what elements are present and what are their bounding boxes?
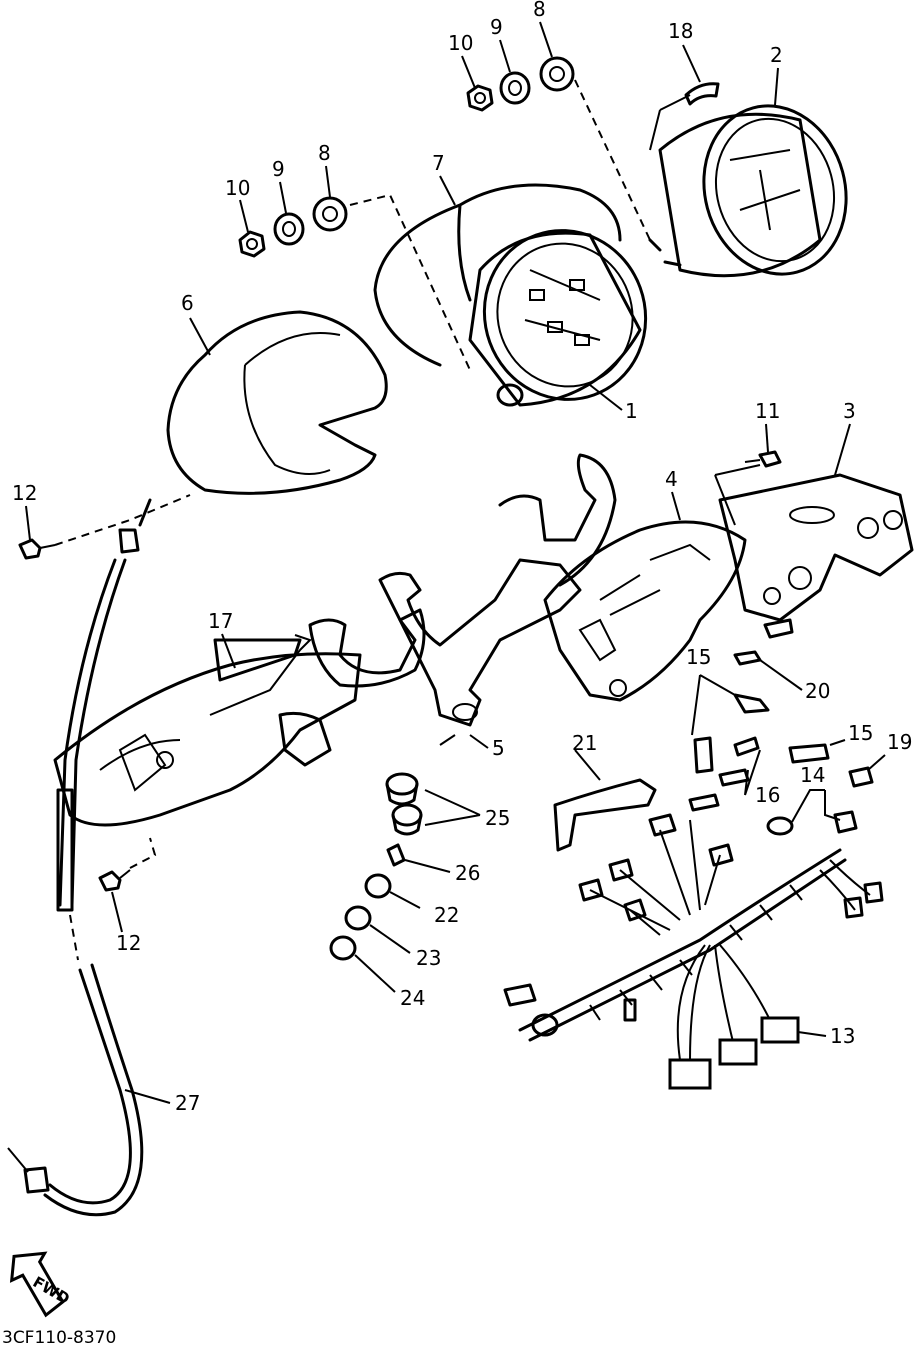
callout-5: 5 bbox=[492, 736, 505, 760]
callout-12-lower: 12 bbox=[116, 931, 141, 955]
bracket-5-arm bbox=[498, 453, 617, 587]
callout-26: 26 bbox=[455, 861, 480, 885]
callout-2: 2 bbox=[770, 43, 783, 67]
callout-11: 11 bbox=[755, 399, 780, 423]
grommet-25-a bbox=[385, 772, 419, 806]
cover-6 bbox=[166, 310, 388, 495]
drawing-code: 3CF110-8370 bbox=[2, 1328, 116, 1348]
washer-9-upper bbox=[499, 71, 531, 105]
washer-8-lower bbox=[312, 196, 348, 232]
callout-1: 1 bbox=[625, 399, 638, 423]
callout-12-upper: 12 bbox=[12, 481, 37, 505]
nut-24 bbox=[329, 935, 396, 993]
strap-18 bbox=[684, 82, 720, 106]
panel-17 bbox=[53, 652, 362, 827]
callout-19: 19 bbox=[887, 730, 912, 754]
bulb-14 bbox=[766, 789, 825, 836]
callout-9-upper: 9 bbox=[490, 15, 503, 39]
bracket-3 bbox=[718, 473, 914, 622]
callout-18: 18 bbox=[668, 19, 693, 43]
cover-21 bbox=[553, 778, 657, 852]
socket-15-c bbox=[788, 739, 846, 764]
bulb-26 bbox=[386, 843, 451, 873]
callout-21: 21 bbox=[572, 731, 597, 755]
callout-4: 4 bbox=[665, 467, 678, 491]
gauge-1 bbox=[468, 229, 648, 407]
wire-harness-13 bbox=[503, 810, 884, 1090]
washer-8-upper bbox=[539, 56, 575, 92]
bracket-5 bbox=[378, 558, 582, 727]
socket-15-b bbox=[693, 736, 714, 774]
screw-12-lower bbox=[98, 869, 131, 892]
screw-12-upper bbox=[18, 538, 56, 560]
meter-cable-27 bbox=[7, 498, 152, 1217]
callout-3: 3 bbox=[843, 399, 856, 423]
gauge-2 bbox=[648, 104, 848, 278]
callout-23: 23 bbox=[416, 946, 441, 970]
callout-15-upper: 15 bbox=[686, 645, 711, 669]
callout-16: 16 bbox=[755, 783, 780, 807]
washer-9-lower bbox=[273, 212, 305, 246]
callout-10-lower: 10 bbox=[225, 176, 250, 200]
callout-22: 22 bbox=[434, 903, 459, 927]
callout-25: 25 bbox=[485, 806, 510, 830]
callout-15-right: 15 bbox=[848, 721, 873, 745]
callout-9-lower: 9 bbox=[272, 157, 285, 181]
washer-23 bbox=[344, 905, 411, 954]
callout-24: 24 bbox=[400, 986, 425, 1010]
bulb-16 bbox=[688, 736, 761, 812]
socket-19 bbox=[848, 754, 886, 788]
housing-4 bbox=[543, 520, 747, 702]
callout-8-lower: 8 bbox=[318, 141, 331, 165]
forward-direction-arrow: FWD bbox=[9, 1251, 73, 1318]
callout-27: 27 bbox=[175, 1091, 200, 1115]
socket-15-a bbox=[733, 693, 770, 714]
callout-8-upper: 8 bbox=[533, 0, 546, 21]
grommet-25-b bbox=[391, 803, 423, 836]
callout-14: 14 bbox=[800, 763, 825, 787]
callout-10-upper: 10 bbox=[448, 31, 473, 55]
nut-10-lower bbox=[238, 230, 266, 258]
callout-20: 20 bbox=[805, 679, 830, 703]
callout-7: 7 bbox=[432, 151, 445, 175]
washer-22 bbox=[364, 873, 421, 909]
nut-10-upper bbox=[466, 84, 494, 112]
cover-7 bbox=[373, 183, 622, 367]
callout-13: 13 bbox=[830, 1024, 855, 1048]
callout-6: 6 bbox=[181, 291, 194, 315]
screw-11 bbox=[744, 450, 782, 468]
callout-17: 17 bbox=[208, 609, 233, 633]
panel-17-bracket bbox=[308, 608, 426, 688]
